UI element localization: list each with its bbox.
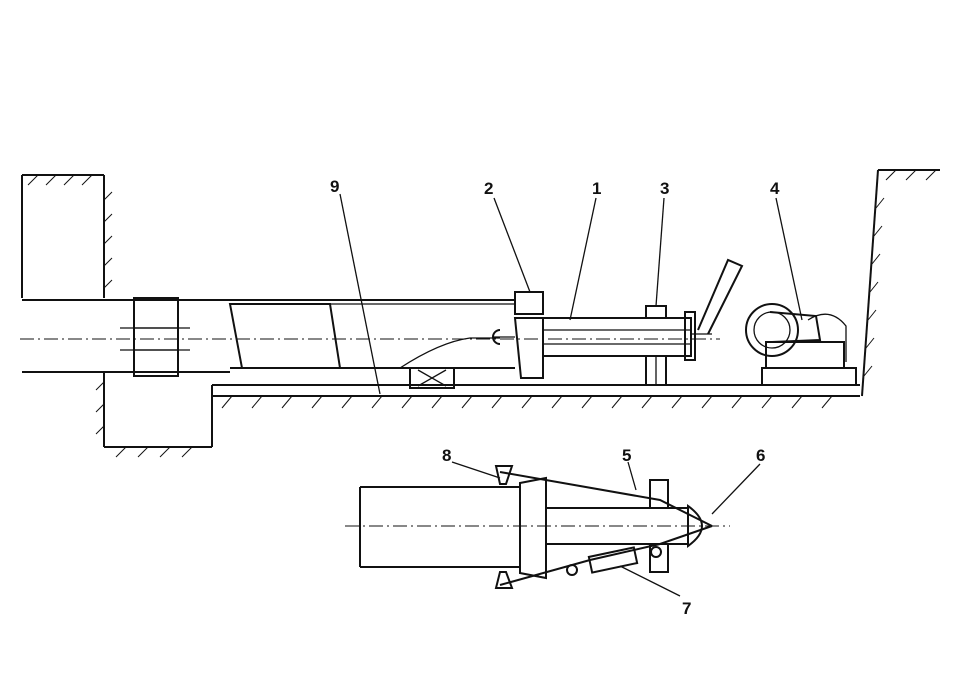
soil-core [228, 303, 342, 369]
label-6: 6 [756, 446, 765, 465]
thrust-ring [513, 291, 544, 379]
pipe-detail [359, 465, 713, 589]
control-lever [690, 258, 744, 335]
jack-support [645, 305, 667, 386]
label-4: 4 [770, 179, 780, 198]
label-3: 3 [660, 179, 669, 198]
left-shaft-wall [21, 174, 213, 458]
leader-lines [339, 193, 803, 597]
label-7: 7 [682, 599, 691, 618]
right-shaft-wall [861, 169, 940, 397]
buried-pipe [22, 297, 515, 389]
hydraulic-jack [492, 311, 696, 361]
oil-pump [745, 303, 857, 386]
guide-rail [211, 384, 860, 409]
label-9: 9 [330, 177, 339, 196]
label-8: 8 [442, 446, 451, 465]
label-5: 5 [622, 446, 631, 465]
label-2: 2 [484, 179, 493, 198]
label-1: 1 [592, 179, 601, 198]
